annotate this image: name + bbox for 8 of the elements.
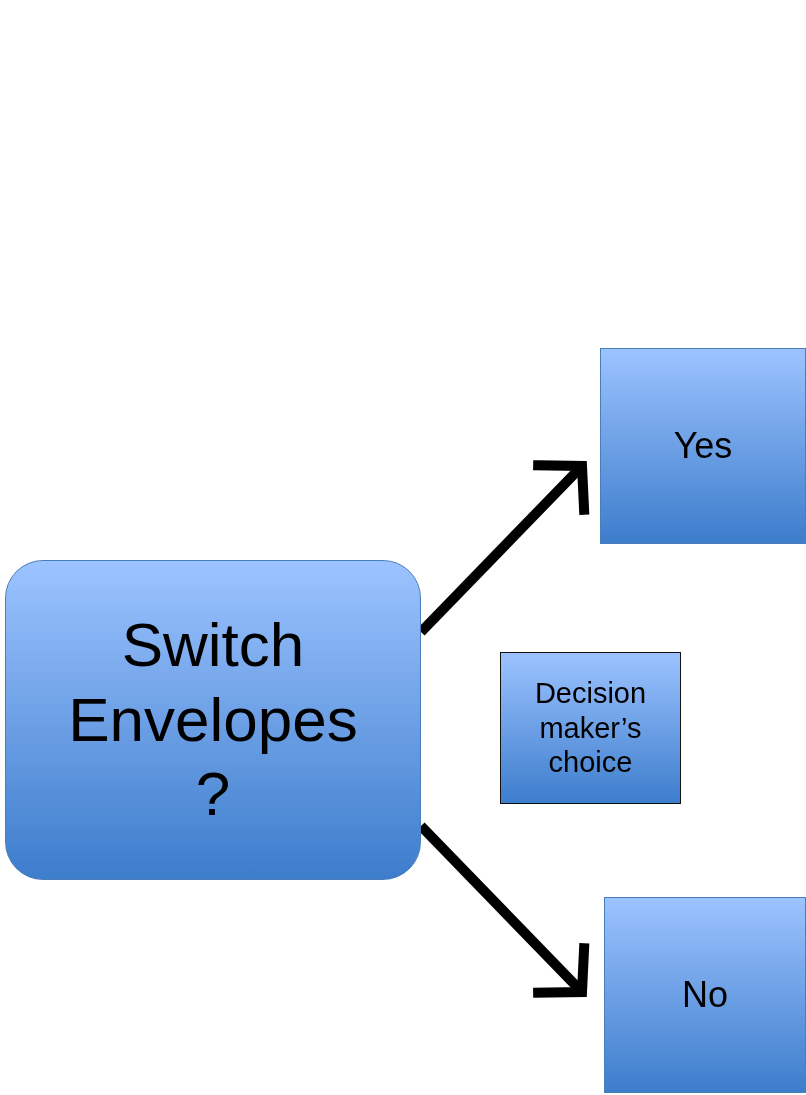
node-label: Decision maker’s choice: [533, 675, 648, 781]
note-box: [500, 652, 681, 804]
node-label: No: [682, 973, 728, 1017]
node-label: Yes: [673, 424, 733, 468]
outcome-box: [600, 348, 806, 544]
node-label: Switch Envelopes ?: [67, 609, 359, 831]
outcome-box: [604, 897, 806, 1093]
decision-box: [5, 560, 421, 880]
